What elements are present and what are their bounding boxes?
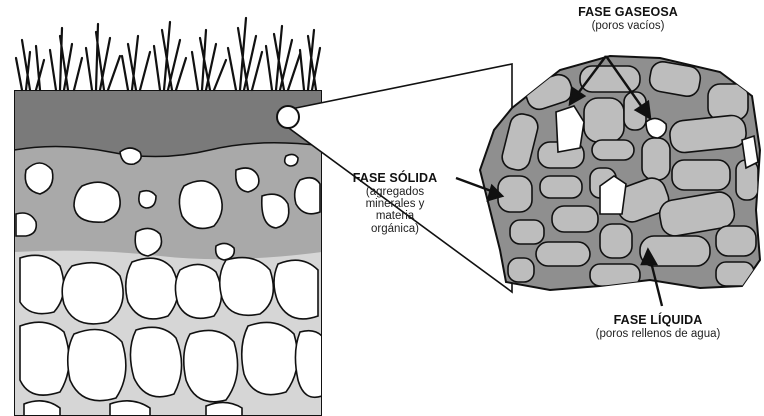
fase-liquida-sub: (poros rellenos de agua) [560,328,756,340]
fase-gaseosa-title: FASE GASEOSA [548,6,708,20]
label-fase-solida: FASE SÓLIDA (agregados minerales y mater… [332,172,458,235]
fase-gaseosa-sub: (poros vacíos) [548,20,708,32]
soil-profile [14,90,322,416]
fase-solida-sub-3: materia [332,210,458,222]
fase-liquida-title: FASE LÍQUIDA [560,314,756,328]
fase-solida-title: FASE SÓLIDA [332,172,458,186]
grass-icon [16,18,320,90]
fase-solida-sub-1: (agregados [332,186,458,198]
zoomed-aggregate [480,56,760,290]
magnifier-circle-icon [277,106,299,128]
fase-solida-sub-4: orgánica) [332,223,458,235]
label-fase-gaseosa: FASE GASEOSA (poros vacíos) [548,6,708,32]
fase-solida-sub-2: minerales y [332,198,458,210]
label-fase-liquida: FASE LÍQUIDA (poros rellenos de agua) [560,314,756,340]
